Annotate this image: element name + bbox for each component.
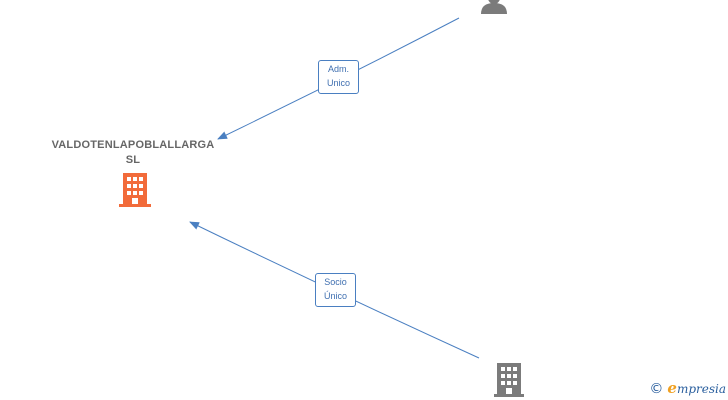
company-name[interactable]: VALDOTENLAPOBLALLARGA SL xyxy=(40,138,226,168)
edge-label-line2: Unico xyxy=(326,78,350,88)
brand-initial: e xyxy=(667,379,677,397)
edge-label-line1: Socio xyxy=(324,277,347,287)
edge-label-adm-unico: Adm. Unico xyxy=(318,60,359,94)
building-icon[interactable] xyxy=(119,173,151,207)
person-icon[interactable] xyxy=(481,0,507,14)
edge-label-line2: Único xyxy=(323,291,347,301)
company-name-line2: SL xyxy=(125,154,141,166)
empresia-watermark[interactable]: ©empresia xyxy=(649,379,726,397)
edge-label-line1: Adm. xyxy=(327,64,349,74)
owner-building-icon[interactable] xyxy=(494,363,524,397)
edge-label-socio-unico: Socio Único xyxy=(315,273,356,307)
company-name-line1: VALDOTENLAPOBLALLARGA xyxy=(51,139,215,151)
copyright-icon: © xyxy=(649,381,664,397)
brand-rest: mpresia xyxy=(676,382,726,396)
